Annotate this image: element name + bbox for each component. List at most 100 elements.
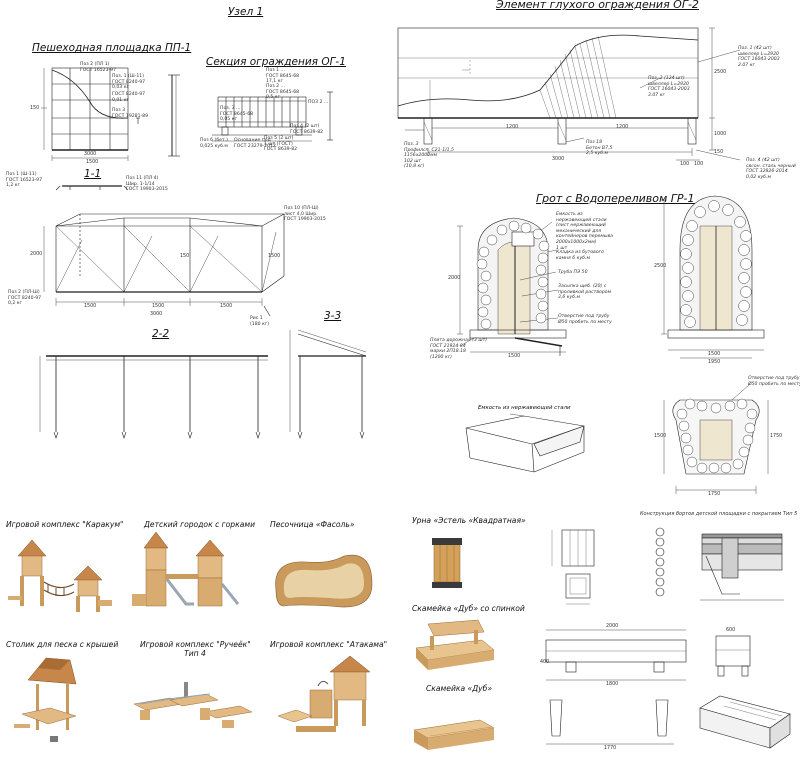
og2-note-poz1: Поз. 1 (42 шт) швеллер L=2920 ГОСТ 16043…: [738, 46, 780, 68]
pp1-plan: [41, 67, 140, 161]
bort-dim-a: 2000: [606, 624, 619, 629]
title-section-3-3: 3-3: [324, 310, 342, 322]
caption-atakama: Игровой комплекс "Атакама": [270, 640, 388, 649]
og2-note-poz18: Поз 18 Бетон В7,5 2,5 куб.м: [586, 140, 613, 157]
product-gorodok-image: [132, 531, 240, 607]
pp1-note-b: Поз. 1 (Ш-11) ГОСТ 8240-97 0,03 кг: [112, 74, 146, 91]
bort-drawings: [545, 527, 791, 749]
title-section-1-1: 1-1: [84, 168, 102, 180]
bort-dim-c: 600: [726, 628, 736, 633]
og1-section: [212, 91, 333, 142]
pp1-dim-1: 1500: [86, 160, 99, 165]
s11-note-b: Поз 10 (ПЛ-Ш) лист 4,0 Шир. ГОСТ 19903-2…: [284, 206, 326, 223]
bort-dim-d: 400: [540, 660, 550, 665]
bort-dim-b: 1800: [606, 682, 619, 687]
grot-section: [457, 217, 567, 356]
grot-side: [661, 195, 765, 359]
caption-karakum: Игровой комплекс "Каракум": [6, 520, 124, 529]
og1-note-c: Поз. 3 ... ГОСТ 8645-68 0,05 кг: [220, 106, 254, 123]
pp1-note-c: ГОСТ 8240-97 0,01 кг: [112, 92, 146, 103]
caption-dub-back: Скамейка «Дуб» со спинкой: [412, 604, 525, 613]
s11-note-a: Поз 1 (Ш-11) ГОСТ 16523-97 1,2 кг: [6, 172, 43, 189]
grot-dim-2000: 2000: [448, 276, 461, 281]
pp1-dim-2: 3000: [84, 152, 97, 157]
s11-dim-d: 2000: [30, 252, 43, 257]
grot-note-pipe: Труба ПЭ 50: [558, 270, 588, 275]
og2-dim-100-b: 100: [694, 162, 704, 167]
og2-note-poz4: Поз. 4 (42 шт) свсон. сталь черный ГОСТ …: [746, 158, 796, 180]
grot-note-slab: Плита дорожная (3 шт) ГОСТ 21924-84 марк…: [430, 338, 488, 360]
product-stolik-image: [14, 657, 77, 742]
s11-note-d: Поз 11 (ПЛ 4) Шир. 1-1/14 ГОСТ 19903-201…: [126, 176, 168, 193]
og1-note-g: Поз 5 (2 шт) 1 шт (ГОСТ) ГОСТ 8639-82: [264, 136, 298, 153]
og2-element: [397, 27, 741, 161]
caption-gorodok: Детский городок с горками: [144, 520, 256, 529]
caption-urna: Урна «Эстель «Квадратная»: [412, 516, 526, 525]
product-dub-image: [413, 719, 495, 750]
s11-note-c: Поз 2 (ПЛ-Ш) ГОСТ 8240-97 0,2 кг: [8, 290, 42, 307]
og1-note-a: Поз 1 ... ГОСТ 8645-68 17,1 кг: [266, 68, 300, 85]
title-pp1: Пешеходная площадка ПП-1: [32, 42, 192, 54]
title-grot: Грот с Водопереливом ГР-1: [536, 192, 695, 205]
og1-note-d: ПОЗ 2 ...: [308, 100, 329, 105]
grot-note-masonry: Кладка из бутового камня 6 куб.м: [556, 250, 604, 261]
product-dub-back-image: [415, 619, 495, 670]
og2-dim-150: 150: [714, 150, 724, 155]
caption-ruchek: Игровой комплекс "Ручеёк" Тип 4: [140, 640, 251, 658]
og2-dim-3000: 3000: [552, 157, 565, 162]
product-karakum-image: [8, 539, 112, 612]
grot-plan: [663, 383, 769, 494]
grot-note-hole: Отверстие под трубу Ø50 пробить по месту: [558, 314, 612, 325]
pp1-note-d: Поз 3 ГОСТ 19281-89: [112, 108, 149, 119]
grot-note-hole-plan: Отверстие под трубу Ø50 пробить по месту: [748, 376, 800, 387]
grot-dim-1500: 1500: [508, 354, 521, 359]
title-uzel-1: Узел 1: [228, 6, 264, 18]
pp1-rod: [168, 74, 180, 157]
s11-dim-e: 1500: [220, 304, 233, 309]
grot-note-backfill: Засыпка щеб. (20) с проливкой раствором …: [558, 284, 612, 301]
grot-note-tank-material: Емкость из нержавеющей стали (лист нержа…: [556, 212, 613, 251]
product-fasol-image: [275, 554, 373, 608]
og2-note-poz2: Поз. 2 (124 шт) швеллер L=2920 ГОСТ 1604…: [648, 76, 690, 98]
title-og1: Секция ограждения ОГ-1: [206, 56, 346, 68]
og2-dim-1200-left: 1200: [506, 125, 519, 130]
grot-plan-dim-1750-side: 1750: [770, 434, 783, 439]
s11-dim-b: 1500: [152, 304, 165, 309]
product-urna-image: [432, 538, 462, 588]
pp1-dim-3: 150: [30, 106, 40, 111]
section-1-1: [43, 185, 285, 317]
grot-side-dim-1500: 1500: [708, 352, 721, 357]
section-2-2: [39, 355, 268, 439]
s11-dim-g: 150: [180, 254, 190, 259]
og2-dim-1000: 1000: [714, 132, 727, 137]
title-og2: Элемент глухого ограждения ОГ-2: [496, 0, 699, 11]
og2-dim-100-a: 100: [680, 162, 690, 167]
caption-fasol: Песочница «Фасоль»: [270, 520, 355, 529]
grot-stones: [476, 200, 758, 474]
og1-note-b: Поз 2 ... ГОСТ 8645-68 0,5 кг: [266, 84, 300, 101]
bort-title: Конструкция бортов детской площадки с по…: [640, 511, 798, 517]
og2-dim-2500: 2500: [714, 70, 727, 75]
grot-side-dim-1950: 1950: [708, 360, 721, 365]
s11-dim-f: 1500: [268, 254, 281, 259]
og2-note-poz3: Поз. 3 Профилсп. С21-1/1,5 1156x2000мм 1…: [404, 142, 454, 170]
og1-note-h: Поз 4 (2 шт) ГОСТ 8639-82: [290, 124, 324, 135]
grot-side-dim-2500: 2500: [654, 264, 667, 269]
title-section-2-2: 2-2: [152, 328, 170, 340]
caption-dub: Скамейка «Дуб»: [426, 684, 493, 693]
og1-note-e: Поз 6 (бет.) 0,025 куб.м: [200, 138, 228, 149]
s11-dim-c: 3000: [150, 312, 163, 317]
grot-note-tank: Емкость из нержавеющей стали: [478, 405, 571, 411]
product-atakama-image: [277, 655, 371, 732]
og1-note-f: Основание под ГОСТ 23279-2012: [234, 138, 276, 149]
grot-plan-dim-1750: 1750: [708, 492, 721, 497]
s11-note-e: Рис 1 (180 кг): [250, 316, 270, 327]
pp1-note-a: Поз 2 (ПЛ 1) ГОСТ 16523-97: [80, 62, 117, 73]
grot-plan-dim-1500: 1500: [654, 434, 667, 439]
bort-dim-e: 1770: [604, 746, 617, 751]
s11-dim-a: 1500: [84, 304, 97, 309]
og2-dim-1200-right: 1200: [616, 125, 629, 130]
product-ruchek-image: [133, 682, 253, 728]
